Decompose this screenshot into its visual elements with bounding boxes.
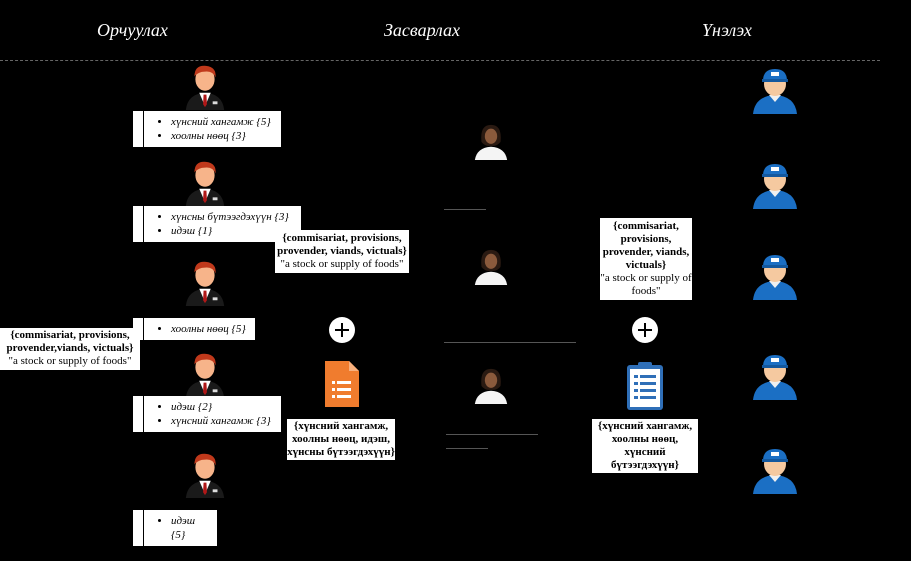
- woman-icon: [472, 245, 510, 287]
- divider: [444, 342, 576, 343]
- source-synonyms: {commisariat, provisions, provender, via…: [277, 232, 407, 257]
- source-gloss: "a stock or supply of foods": [600, 272, 692, 297]
- translator-box: хүнсний хангамж {5} хоолны нөөц {3}: [133, 111, 281, 147]
- translator-box: идэш {2} хүнсний хангамж {3}: [133, 396, 281, 432]
- woman-icon: [472, 120, 510, 162]
- list-item: хоолны нөөц {5}: [171, 322, 249, 336]
- source-synonyms: {commisariat, provisions, provender,vian…: [6, 329, 134, 354]
- list-item: идэш {1}: [171, 224, 295, 238]
- edit-result: {хүнсний хангамж, хоолны нөөц, идэш, хүн…: [287, 419, 395, 460]
- header-divider: [0, 60, 880, 61]
- translator-box: хүнсны бүтээгдэхүүн {3} идэш {1}: [133, 206, 301, 242]
- businessman-icon: [181, 450, 229, 498]
- list-item: хүнсний хангамж {3}: [171, 414, 275, 428]
- divider: [444, 209, 486, 210]
- worker-icon: [750, 444, 800, 494]
- column-title-translate: Орчуулах: [97, 20, 168, 40]
- woman-icon: [472, 364, 510, 406]
- evaluate-result: {хүнсний хангамж, хоолны нөөц, хүнсний б…: [592, 419, 698, 473]
- businessman-icon: [181, 350, 229, 398]
- worker-icon: [750, 350, 800, 400]
- list-item: хүнсны бүтээгдэхүүн {3}: [171, 210, 295, 224]
- source-definition: {commisariat, provisions, provender, via…: [600, 218, 692, 300]
- plus-icon: [329, 317, 355, 343]
- list-item: идэш {5}: [171, 514, 211, 542]
- source-synonyms: {commisariat, provisions, provender, via…: [602, 220, 690, 271]
- source-gloss: "a stock or supply of foods": [8, 355, 132, 367]
- source-gloss: "a stock or supply of foods": [280, 258, 404, 270]
- plus-icon: [632, 317, 658, 343]
- source-definition: {commisariat, provisions, provender, via…: [275, 230, 409, 273]
- worker-icon: [750, 159, 800, 209]
- column-title-evaluate: Үнэлэх: [702, 20, 752, 40]
- businessman-icon: [181, 62, 229, 110]
- list-item: идэш {2}: [171, 400, 275, 414]
- document-icon: [325, 361, 359, 407]
- list-item: хүнсний хангамж {5}: [171, 115, 275, 129]
- column-title-edit: Засварлах: [384, 20, 460, 40]
- worker-icon: [750, 250, 800, 300]
- divider: [446, 434, 538, 435]
- source-definition: {commisariat, provisions, provender,vian…: [0, 328, 140, 370]
- translator-box: хоолны нөөц {5}: [133, 318, 255, 340]
- businessman-icon: [181, 158, 229, 206]
- businessman-icon: [181, 258, 229, 306]
- worker-icon: [750, 64, 800, 114]
- divider: [446, 448, 488, 449]
- translator-box: идэш {5}: [133, 510, 217, 546]
- clipboard-icon: [627, 362, 663, 410]
- list-item: хоолны нөөц {3}: [171, 129, 275, 143]
